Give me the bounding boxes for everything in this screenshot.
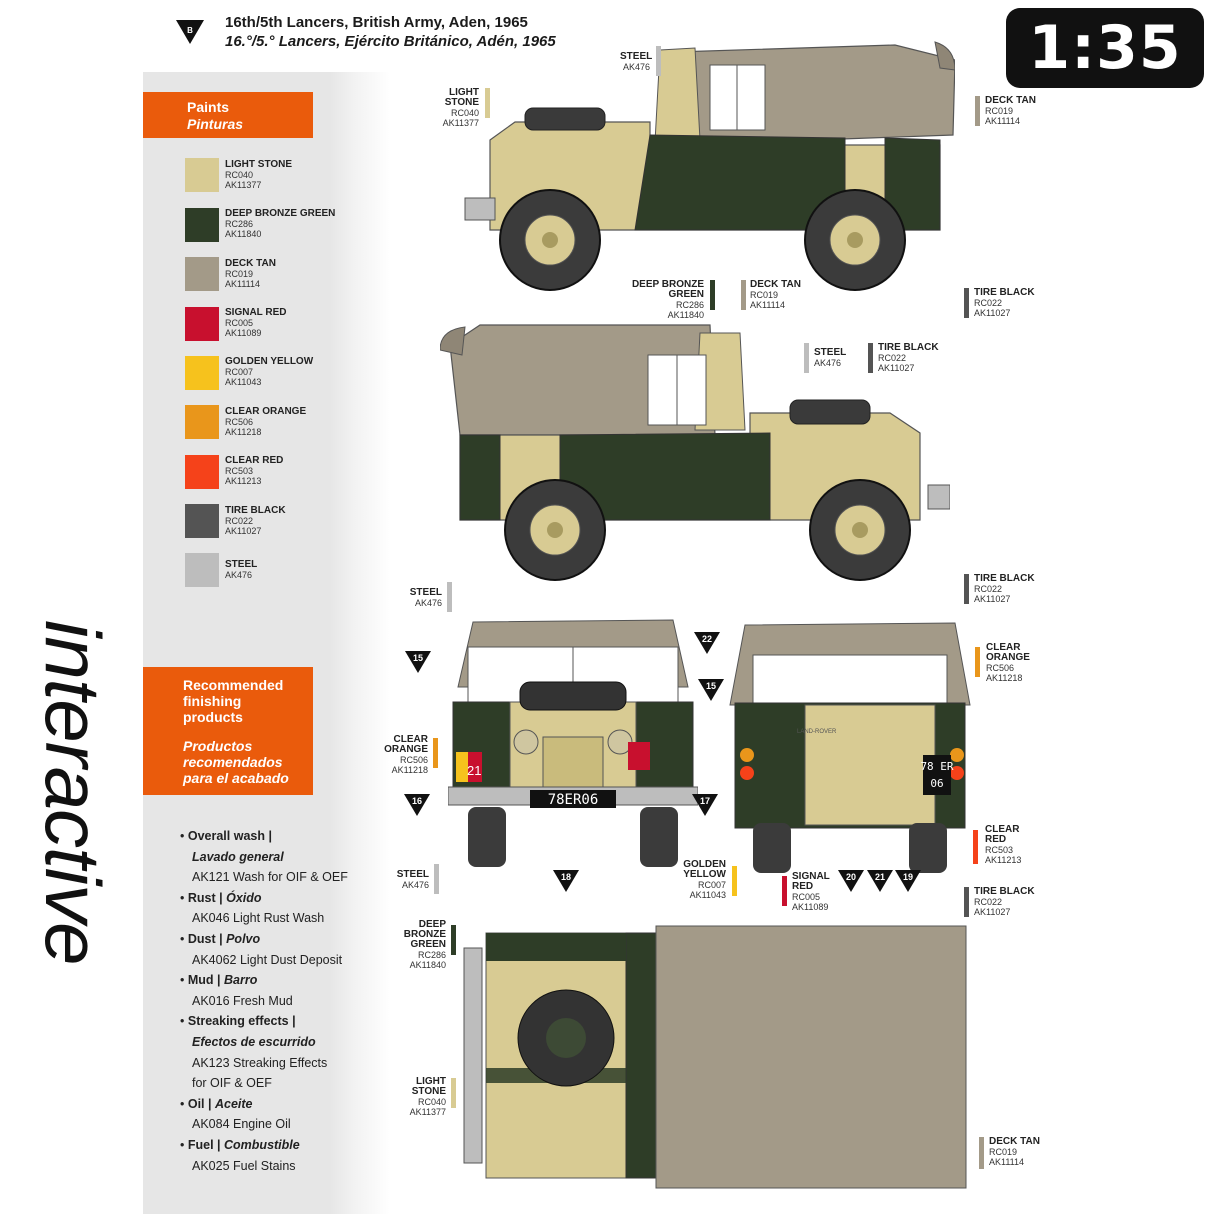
decal-marker: 18: [553, 870, 579, 892]
decal-marker: 19: [895, 870, 921, 892]
callout-color-bar: [964, 574, 969, 604]
callout-color-bar: [447, 582, 452, 612]
callout-color-bar: [964, 288, 969, 318]
rear-badge: LAND-ROVER: [797, 729, 837, 735]
decal-marker: 21: [867, 870, 893, 892]
callout-color-bar: [433, 738, 438, 768]
vehicle-side-view-left: [464, 41, 955, 291]
decal-marker: 15: [698, 679, 724, 701]
finishing-item: • Rust | Óxido: [180, 890, 262, 905]
finishing-list: • Overall wash | Lavado general AK121 Wa…: [180, 826, 348, 1176]
paints-header-en: Paints: [187, 99, 230, 115]
paint-swatch-steel: [185, 553, 219, 587]
brand-logo-sub: interactive: [29, 620, 117, 965]
title-english: 16th/5th Lancers, British Army, Aden, 19…: [225, 14, 528, 31]
finishing-item: • Oil | Aceite: [180, 1096, 253, 1111]
paint-swatch-clear-orange: [185, 405, 219, 439]
finishing-item: • Overall wash |: [180, 829, 272, 843]
callout-color-bar: [964, 887, 969, 917]
vehicle-rear-view: 78 ER 06 LAND-ROVER: [729, 622, 971, 873]
finishing-item: • Mud | Barro: [180, 973, 258, 988]
paint-swatch-golden-yellow: [185, 356, 219, 390]
paints-header: Paints Pinturas: [143, 92, 313, 138]
decal-marker: 20: [838, 870, 864, 892]
callout-color-bar: [732, 866, 737, 896]
callout-color-bar: [485, 88, 490, 118]
decal-marker: 16: [404, 794, 430, 816]
callout-color-bar: [975, 96, 980, 126]
decal-marker: 17: [692, 794, 718, 816]
paint-swatch-tire-black: [185, 504, 219, 538]
vehicle-front-view: 21 78ER06: [448, 619, 698, 867]
callout-color-bar: [973, 830, 978, 864]
paint-swatch-light-stone: [185, 158, 219, 192]
callout-color-bar: [710, 280, 715, 310]
finishing-item: • Fuel | Combustible: [180, 1137, 300, 1152]
callout-color-bar: [741, 280, 746, 310]
vehicle-top-view: [463, 925, 967, 1189]
info-panel-edge: [330, 72, 390, 1214]
paint-swatch-clear-red: [185, 455, 219, 489]
front-plate: 78ER06: [548, 792, 599, 808]
callout-color-bar: [451, 1078, 456, 1108]
callout-color-bar: [782, 876, 787, 906]
vehicle-side-view-right: [440, 324, 950, 581]
title-spanish: 16.°/5.° Lancers, Ejército Británico, Ad…: [225, 33, 556, 50]
rear-plate-line2: 06: [930, 777, 943, 790]
callout-color-bar: [979, 1137, 984, 1169]
finishing-item: • Dust | Polvo: [180, 931, 261, 946]
paint-swatch-signal-red: [185, 307, 219, 341]
marking-badge-icon: B: [176, 20, 204, 44]
callout-color-bar: [656, 46, 661, 76]
scale-badge: 1:35: [1006, 8, 1204, 88]
decal-marker: 22: [694, 632, 720, 654]
callout-color-bar: [804, 343, 809, 373]
paint-swatch-deep-bronze-green: [185, 208, 219, 242]
paints-header-es: Pinturas: [187, 116, 244, 132]
callout-color-bar: [451, 925, 456, 955]
marking-badge-letter: B: [187, 26, 193, 35]
callout-color-bar: [975, 647, 980, 677]
callout-color-bar: [868, 343, 873, 373]
decal-marker: 15: [405, 651, 431, 673]
rear-plate-line1: 78 ER: [920, 760, 953, 773]
callout-color-bar: [434, 864, 439, 894]
finishing-item: • Streaking effects |: [180, 1014, 296, 1029]
panel-number-front: 21: [467, 763, 481, 778]
paint-swatch-deck-tan: [185, 257, 219, 291]
brand-logo: AK interactive: [0, 150, 142, 1214]
